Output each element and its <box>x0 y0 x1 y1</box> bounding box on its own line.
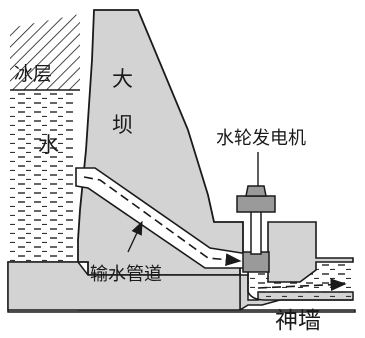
powerhouse-wall <box>267 221 354 283</box>
ice-layer <box>10 14 80 90</box>
label-penstock: 输水管道 <box>90 264 162 285</box>
label-dam-char1: 大 <box>112 67 133 91</box>
penstock-flow-dashes <box>83 176 242 267</box>
label-ice-layer: 冰层 <box>14 63 52 85</box>
label-turbine-generator: 水轮发电机 <box>216 128 306 149</box>
turbine-housing <box>242 251 270 273</box>
penstock-leader-line <box>127 220 143 253</box>
tailrace-outline <box>247 268 353 301</box>
downstream-flow-arrow <box>257 278 347 292</box>
label-wall: 神墙 <box>275 308 321 334</box>
ground-left <box>7 261 241 311</box>
turbine-generator-icon <box>236 185 276 255</box>
label-dam-char2: 坝 <box>112 113 133 137</box>
reservoir-water <box>10 90 74 262</box>
label-water: 水 <box>38 133 59 157</box>
